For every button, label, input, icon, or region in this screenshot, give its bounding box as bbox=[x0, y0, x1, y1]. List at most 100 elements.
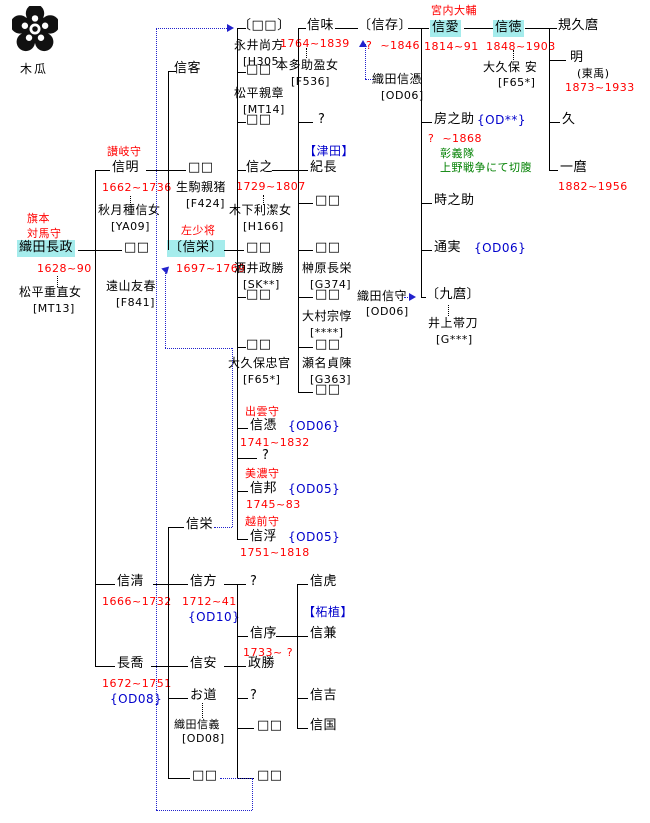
person-nobuyori: 信憑 bbox=[250, 418, 278, 433]
dates-nobuyoshi: 1814~91 bbox=[424, 40, 479, 53]
person-nobuyoshi: 信愛 bbox=[430, 20, 462, 37]
title-sanuki-no-kami: 讃岐守 bbox=[107, 145, 142, 158]
tree-line bbox=[549, 170, 558, 171]
adoption-line bbox=[165, 348, 232, 349]
oda-mokko-crest-icon bbox=[12, 6, 58, 52]
ref-h305: [H305] bbox=[243, 55, 284, 68]
tree-line bbox=[168, 778, 190, 779]
person-kumaro-adopted: 〔九麿〕 bbox=[426, 287, 481, 302]
tree-line bbox=[95, 666, 115, 667]
tree-line bbox=[421, 28, 422, 297]
tree-line bbox=[298, 203, 313, 204]
person-daughter: □□ bbox=[257, 768, 283, 783]
person-daughter: □□ bbox=[192, 768, 218, 783]
spouse-inoue-tatewaki: 井上帯刀 bbox=[428, 316, 479, 330]
spouse-oda-nobuyoshi: 織田信義 bbox=[174, 718, 220, 731]
person-nobutsugu: 信序 bbox=[250, 626, 278, 641]
tree-line bbox=[298, 392, 313, 393]
dates-nobutsugu: 1733~ ? bbox=[243, 646, 294, 659]
tree-line bbox=[168, 698, 188, 699]
person-kikumaro: 規久麿 bbox=[558, 18, 599, 33]
ref-g363: [G363] bbox=[310, 373, 352, 386]
pen-name-tou: (東禹) bbox=[577, 67, 610, 80]
tree-line bbox=[237, 72, 246, 73]
ref-f841: [F841] bbox=[116, 296, 155, 309]
adoption-line bbox=[156, 28, 157, 810]
dates-nobukuni: 1745~83 bbox=[246, 498, 301, 511]
ref-unknown: [****] bbox=[310, 326, 344, 339]
tree-line bbox=[298, 122, 313, 123]
person-daughter: □□ bbox=[315, 287, 341, 302]
tree-line bbox=[224, 666, 246, 667]
person-nobuyasu: 信安 bbox=[190, 656, 218, 671]
tree-line bbox=[57, 276, 58, 287]
person-nobukata: 信方 bbox=[190, 574, 218, 589]
branch-tsuge: 【柘植】 bbox=[303, 605, 354, 619]
tree-line bbox=[237, 584, 238, 778]
person-fusanosuke: 房之助 bbox=[434, 112, 475, 127]
adoption-arrow-to-nobuari bbox=[359, 36, 367, 47]
tree-line bbox=[95, 584, 115, 585]
tree-line bbox=[237, 347, 246, 348]
person-oda-nagamasa: 織田長政 bbox=[17, 240, 76, 257]
spouse-sakai-masakatsu: 酒井政勝 bbox=[234, 261, 285, 275]
tree-line bbox=[130, 196, 131, 205]
person-akira: 明 bbox=[570, 50, 584, 65]
tree-line bbox=[146, 170, 186, 171]
spouse-omura-muneatsu: 大村宗惇 bbox=[302, 309, 353, 323]
dates-nobuaki: 1662~1736 bbox=[102, 181, 172, 194]
person-nobuchika: 信浮 bbox=[250, 529, 278, 544]
ref-f65: [F65*] bbox=[243, 373, 281, 386]
ref-od08: {OD08} bbox=[110, 692, 163, 706]
title-mino-no-kami: 美濃守 bbox=[245, 467, 280, 480]
dates-nobuyori: 1741~1832 bbox=[240, 436, 310, 449]
tree-line bbox=[272, 170, 308, 171]
person-nobukyaku: 信客 bbox=[174, 61, 202, 76]
adoption-line bbox=[404, 297, 410, 298]
spouse-matsudaira-chikaaki: 松平親章 bbox=[234, 86, 285, 100]
title-izumo-no-kami: 出雲守 bbox=[245, 405, 280, 418]
dates-nobuaji: 1764~1839 bbox=[280, 37, 350, 50]
spouse-honda-sukemitsu-daughter: 本多助盈女 bbox=[276, 58, 339, 72]
tree-line bbox=[297, 698, 308, 699]
title-tsushima-no-kami: 対馬守 bbox=[27, 227, 62, 240]
tree-line bbox=[168, 527, 184, 528]
person-hisashi: 久 bbox=[562, 112, 576, 127]
tree-line bbox=[525, 28, 549, 29]
ref-g374: [G374] bbox=[310, 278, 352, 291]
tree-line bbox=[237, 458, 257, 459]
person-unknown: ? bbox=[318, 112, 326, 127]
person-unknown: ? bbox=[262, 448, 270, 463]
tree-line bbox=[549, 122, 560, 123]
dates-nobukata: 1712~41 bbox=[182, 595, 237, 608]
person-nobukuni: 信邦 bbox=[250, 481, 278, 496]
spouse-toyama-tomoharu: 遠山友春 bbox=[106, 279, 157, 293]
person-daughter: □□ bbox=[315, 382, 341, 397]
person-daughter: □□ bbox=[315, 240, 341, 255]
tree-line bbox=[95, 170, 110, 171]
tree-line bbox=[298, 250, 313, 251]
person-unknown: ? bbox=[250, 688, 258, 703]
tree-line bbox=[237, 28, 246, 29]
adoption-arrow-to-nobuhide bbox=[161, 260, 175, 275]
ref-od06c: [OD06] bbox=[366, 305, 409, 318]
tree-line bbox=[421, 28, 429, 29]
tree-line bbox=[408, 28, 421, 29]
tree-line bbox=[202, 703, 203, 718]
adoption-arrow-to-adopted-daughter bbox=[227, 24, 238, 32]
ref-od10: {OD10} bbox=[188, 610, 241, 624]
dates-nagataka: 1672~1751 bbox=[102, 677, 172, 690]
tree-line bbox=[549, 28, 557, 29]
ref-od05: {OD05} bbox=[288, 482, 341, 496]
dates-nobuchika: 1751~1818 bbox=[240, 546, 310, 559]
tree-line bbox=[237, 122, 246, 123]
dates-nobuyuki: 1729~1807 bbox=[236, 180, 306, 193]
tree-line bbox=[298, 28, 299, 392]
ref-ya09: [YA09] bbox=[111, 220, 150, 233]
person-daughter: □□ bbox=[188, 160, 214, 175]
spouse-matsudaira-shigenao-daughter: 松平重直女 bbox=[19, 285, 82, 299]
person-nobuaji: 信味 bbox=[307, 18, 335, 33]
tree-line bbox=[276, 636, 308, 637]
ref-f424: [F424] bbox=[186, 197, 225, 210]
